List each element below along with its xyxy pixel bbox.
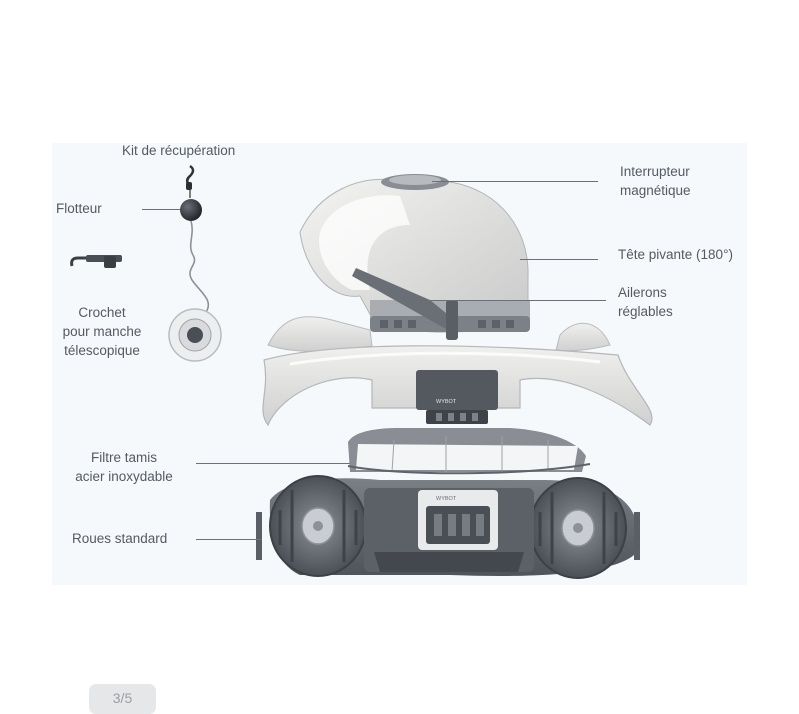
page-indicator[interactable]: 3/5 bbox=[89, 684, 156, 714]
label-ailerons-line2: réglables bbox=[618, 304, 673, 319]
robot-head bbox=[299, 174, 530, 340]
label-filtre: Filtre tamis acier inoxydable bbox=[62, 448, 186, 486]
leader-roues bbox=[196, 539, 262, 540]
label-interrupteur-line1: Interrupteur bbox=[620, 164, 690, 179]
label-ailerons-line1: Ailerons bbox=[618, 285, 667, 300]
label-filtre-line1: Filtre tamis bbox=[90, 450, 157, 465]
shell-brand-plate bbox=[416, 370, 498, 410]
pole-hook bbox=[70, 255, 122, 268]
label-flotteur: Flotteur bbox=[56, 201, 102, 216]
label-crochet-line1: Crochet bbox=[78, 305, 126, 320]
left-wheel bbox=[269, 475, 367, 577]
shell-cover: WYBOT bbox=[262, 316, 653, 427]
robot-base: WYBOT bbox=[256, 475, 640, 579]
label-interrupteur: Interrupteur magnétique bbox=[620, 162, 691, 200]
label-crochet-line2: pour manche bbox=[62, 324, 142, 339]
right-wheel bbox=[529, 477, 627, 579]
float-ball bbox=[180, 199, 202, 221]
label-tete-pivante: Tête pivante (180°) bbox=[618, 247, 733, 262]
mesh-filter bbox=[347, 428, 591, 475]
label-kit-recuperation: Kit de récupération bbox=[122, 143, 236, 158]
leader-ailerons bbox=[428, 300, 606, 301]
recovery-kit bbox=[168, 164, 222, 362]
label-filtre-line2: acier inoxydable bbox=[75, 469, 173, 484]
leader-tete bbox=[520, 259, 598, 260]
label-ailerons: Ailerons réglables bbox=[618, 283, 673, 321]
leader-interrupteur bbox=[432, 181, 598, 182]
leader-flotteur bbox=[142, 209, 180, 210]
brand-mark-base: WYBOT bbox=[436, 496, 457, 502]
label-roues: Roues standard bbox=[72, 531, 168, 546]
label-crochet: Crochet pour manche télescopique bbox=[52, 303, 152, 360]
label-crochet-line3: télescopique bbox=[64, 343, 140, 358]
label-interrupteur-line2: magnétique bbox=[620, 183, 691, 198]
brand-mark-top: WYBOT bbox=[436, 399, 457, 405]
leader-filtre bbox=[196, 463, 350, 464]
